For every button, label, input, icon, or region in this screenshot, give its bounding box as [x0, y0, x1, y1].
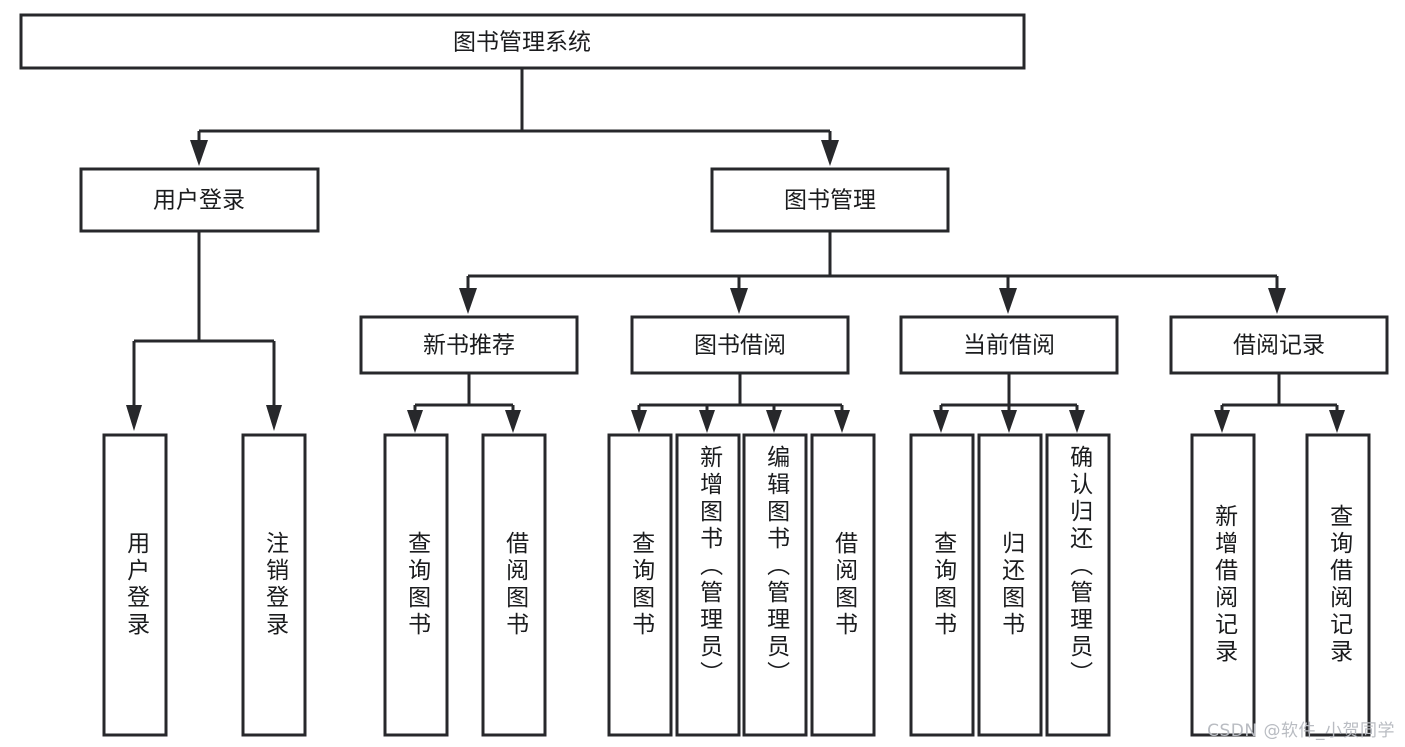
arrow-head-leaf-logout-login	[266, 405, 282, 431]
node-box-leaf-return-book[interactable]	[977, 433, 1043, 737]
node-label-book-management: 图书管理	[784, 188, 876, 214]
node-box-leaf-query-book-1[interactable]	[383, 433, 449, 737]
node-box-leaf-add-book-admin[interactable]	[675, 433, 741, 737]
node-box-leaf-user-login[interactable]	[102, 433, 168, 737]
node-box-leaf-add-borrow-record[interactable]	[1190, 433, 1256, 737]
node-box-book-borrow[interactable]	[630, 315, 850, 375]
node-label-book-borrow: 图书借阅	[694, 333, 786, 359]
node-box-leaf-logout-login[interactable]	[241, 433, 307, 737]
arrow-head-leaf-query-book-2	[631, 410, 647, 433]
arrow-head-leaf-add-borrow-record	[1214, 410, 1230, 433]
arrow-head-leaf-confirm-return-admin	[1069, 410, 1085, 433]
node-box-leaf-query-book-2[interactable]	[607, 433, 673, 737]
arrow-head-book-borrow	[730, 288, 748, 314]
arrow-head-leaf-query-book-1	[407, 410, 423, 433]
node-box-leaf-borrow-book-1[interactable]	[481, 433, 547, 737]
arrow-head-book-management	[821, 140, 839, 166]
node-box-leaf-confirm-return-admin[interactable]	[1045, 433, 1111, 737]
arrow-head-user-login	[190, 140, 208, 166]
arrow-head-leaf-borrow-book-1	[505, 410, 521, 433]
node-box-borrow-record[interactable]	[1169, 315, 1389, 375]
arrow-head-leaf-query-borrow-record	[1329, 410, 1345, 433]
arrow-head-new-book-recommend	[459, 288, 477, 314]
node-label-borrow-record: 借阅记录	[1233, 333, 1325, 359]
arrow-head-leaf-query-book-3	[933, 410, 949, 433]
node-label-user-login: 用户登录	[153, 188, 245, 214]
node-box-root[interactable]	[19, 13, 1026, 70]
node-box-current-borrow[interactable]	[899, 315, 1119, 375]
node-box-book-management[interactable]	[710, 167, 950, 233]
arrow-head-borrow-record	[1268, 288, 1286, 314]
arrow-head-leaf-return-book	[1001, 410, 1017, 433]
arrow-head-leaf-borrow-book-2	[834, 410, 850, 433]
node-label-root: 图书管理系统	[453, 30, 591, 56]
arrow-head-leaf-user-login	[126, 405, 142, 431]
node-box-leaf-edit-book-admin[interactable]	[742, 433, 808, 737]
node-label-current-borrow: 当前借阅	[963, 333, 1055, 359]
node-box-leaf-borrow-book-2[interactable]	[810, 433, 876, 737]
node-box-leaf-query-book-3[interactable]	[909, 433, 975, 737]
arrow-head-leaf-edit-book-admin	[766, 410, 782, 433]
node-label-new-book-recommend: 新书推荐	[423, 333, 515, 359]
arrow-head-current-borrow	[999, 288, 1017, 314]
node-box-new-book-recommend[interactable]	[359, 315, 579, 375]
arrow-head-leaf-add-book-admin	[699, 410, 715, 433]
watermark-text: CSDN @软件_小贺同学	[1207, 721, 1395, 741]
node-box-leaf-query-borrow-record[interactable]	[1305, 433, 1371, 737]
